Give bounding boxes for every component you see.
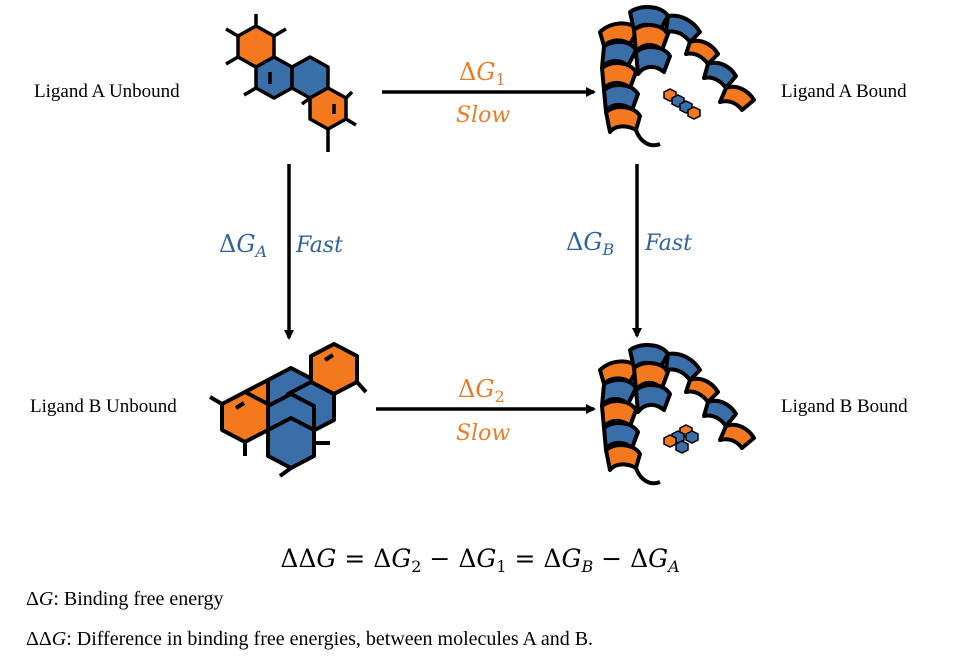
left-speed-label: Fast [295,233,343,258]
delta-ga-label: ΔGA [219,230,267,261]
legend-delta-delta-g-text: : Difference in binding free energies, b… [66,628,594,650]
delta-g2-label: ΔG2 [458,375,505,406]
ligand-a-bound-label: Ligand A Bound [781,81,907,102]
legend-delta-g: ΔG: Binding free energy [26,588,223,611]
ligand-a-unbound-label: Ligand A Unbound [34,81,180,102]
delta-gb-label: ΔGB [566,228,615,259]
bound-ligand-b-icon [663,424,699,454]
top-speed-label: Slow [456,103,510,128]
equation: ΔΔG = ΔG2 − ΔG1 = ΔGB − ΔGA [280,544,679,576]
right-speed-label: Fast [644,231,692,256]
protein-helix-icon-a [598,5,756,148]
molecule-a-icon [225,14,357,152]
bound-ligand-a-icon [663,88,701,120]
ligand-b-bound-label: Ligand B Bound [781,396,908,417]
legend-delta-g-symbol: ΔG [26,588,54,610]
protein-helix-icon-b [598,343,756,486]
delta-g1-label: ΔG1 [459,58,506,89]
legend-delta-delta-g-symbol: ΔΔG [26,628,67,650]
bottom-speed-label: Slow [456,421,510,446]
legend-delta-g-text: : Binding free energy [53,588,224,610]
molecule-b-icon [208,342,368,478]
ligand-b-unbound-label: Ligand B Unbound [30,396,177,417]
legend-delta-delta-g: ΔΔG: Difference in binding free energies… [26,628,593,651]
